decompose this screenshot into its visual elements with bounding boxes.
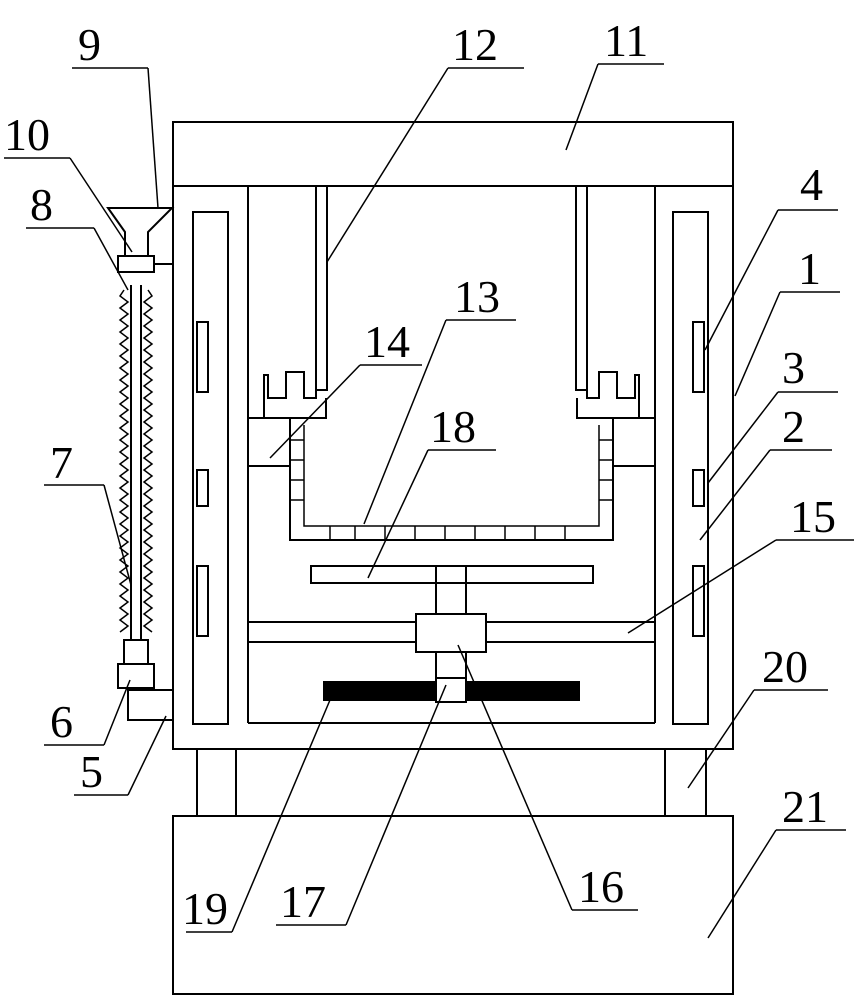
pipe-lower [123,639,149,665]
bellows-right-edge [142,289,154,633]
basket [289,418,614,541]
label-19: 19 [182,883,228,934]
label-11: 11 [604,15,648,66]
top-plate [172,121,734,187]
pipe-outlet [127,689,173,721]
label-20: 20 [762,641,808,692]
basket-perforations [290,439,613,540]
side-column-left [192,211,229,725]
label-9: 9 [78,19,101,70]
leader-lines [4,63,854,939]
label-13: 13 [454,271,500,322]
shaft-upper [435,565,467,617]
label-5: 5 [80,746,103,797]
heater-left-1 [196,321,209,393]
label-8: 8 [30,179,53,230]
hanging-rod-right [575,185,588,391]
label-12: 12 [452,19,498,70]
side-column-right [672,211,709,725]
label-15: 15 [790,491,836,542]
label-4: 4 [800,159,823,210]
connector [117,255,155,273]
label-2: 2 [782,401,805,452]
heater-left-2 [196,469,209,507]
support-arm-left [247,417,291,467]
valve-bottom [117,663,155,689]
heater-right-2 [692,469,705,507]
hanging-rod-left [315,185,328,391]
label-16: 16 [578,861,624,912]
label-17: 17 [280,876,326,927]
bellows-left-edge [118,289,130,633]
label-7: 7 [50,437,73,488]
heater-right-1 [692,321,705,393]
label-10: 10 [4,109,50,160]
funnel [106,207,175,257]
label-6: 6 [50,696,73,747]
blade-hub [435,677,467,703]
support-arm-right [612,417,656,467]
motor [415,613,487,653]
heater-right-3 [692,565,705,637]
spreader-plate [310,565,594,584]
label-1: 1 [798,243,821,294]
base-box [172,815,734,995]
heater-left-3 [196,565,209,637]
label-18: 18 [430,401,476,452]
label-14: 14 [364,316,410,367]
leg-right [664,748,707,817]
leg-left [196,748,237,817]
basket-inner [303,425,600,527]
label-21: 21 [782,781,828,832]
label-3: 3 [782,342,805,393]
